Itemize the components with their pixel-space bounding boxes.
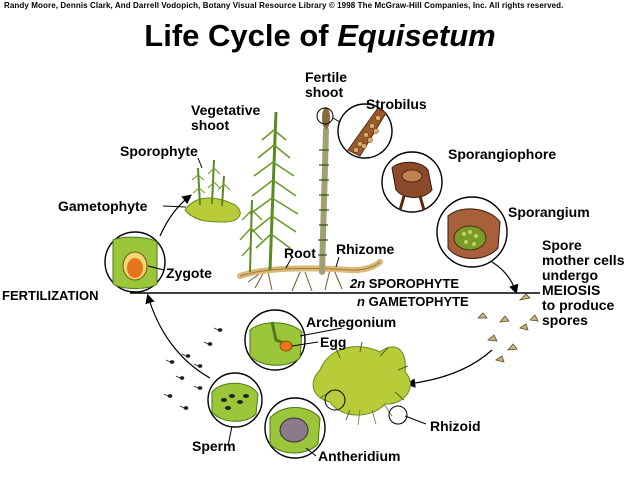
label-spore-mother-cells: Spore mother cells undergo MEIOSIS to pr… bbox=[542, 237, 625, 328]
fertile-shoot-plant bbox=[318, 107, 330, 275]
sperm-circle bbox=[207, 372, 263, 428]
archegonium-circle bbox=[244, 309, 306, 371]
label-fertile-shoot: Fertile shoot bbox=[305, 69, 348, 100]
cycle-arrow-sperm-to-fertilization bbox=[145, 293, 211, 379]
cycle-arrow-spores-to-gametophyte bbox=[405, 349, 493, 388]
antheridium-circle bbox=[264, 397, 326, 459]
label-root: Root bbox=[284, 245, 316, 261]
mature-gametophyte bbox=[312, 341, 411, 426]
vegetative-shoot-secondary bbox=[239, 199, 263, 273]
sporangiophore-circle bbox=[381, 151, 443, 213]
swimming-sperm bbox=[163, 327, 223, 410]
page-title: Life Cycle of Equisetum bbox=[0, 20, 640, 51]
label-egg: Egg bbox=[320, 334, 347, 350]
spores-cluster bbox=[477, 293, 539, 363]
label-gametophyte-generation: n GAMETOPHYTE bbox=[357, 294, 469, 309]
strobilus-highlight-circle bbox=[316, 107, 334, 125]
label-rhizoid: Rhizoid bbox=[430, 418, 481, 434]
label-zygote: Zygote bbox=[166, 265, 212, 281]
label-sporangium: Sporangium bbox=[508, 204, 590, 220]
cycle-arrow-zygote-to-sporophyte bbox=[159, 194, 192, 237]
sporangium-circle bbox=[436, 196, 508, 268]
label-sporophyte-generation: 2n SPOROPHYTE bbox=[350, 276, 460, 291]
label-sporangiophore: Sporangiophore bbox=[448, 146, 557, 162]
gametophyte-detail-circle-a bbox=[324, 389, 346, 411]
label-rhizome: Rhizome bbox=[336, 241, 395, 257]
label-vegetative-shoot: Vegetative shoot bbox=[191, 102, 261, 133]
title-genus: Equisetum bbox=[337, 18, 496, 53]
strobilus-circle bbox=[337, 103, 393, 159]
young-sporophyte-plant bbox=[184, 159, 241, 223]
copyright-credit: Randy Moore, Dennis Clark, And Darrell V… bbox=[4, 1, 564, 10]
cycle-arrow-sporangium-to-spores bbox=[491, 261, 519, 295]
label-antheridium: Antheridium bbox=[318, 448, 401, 464]
label-strobilus: Strobilus bbox=[366, 96, 427, 112]
label-archegonium: Archegonium bbox=[306, 314, 397, 330]
rhizome-shape bbox=[237, 259, 383, 279]
vegetative-shoot-plant bbox=[249, 111, 299, 271]
label-gametophyte: Gametophyte bbox=[58, 198, 148, 214]
root-system bbox=[247, 269, 343, 292]
label-fertilization: FERTILIZATION bbox=[2, 288, 99, 303]
gametophyte-detail-circle-b bbox=[388, 405, 408, 425]
zygote-circle bbox=[104, 231, 166, 293]
leader-lines bbox=[147, 157, 427, 457]
label-sporophyte: Sporophyte bbox=[120, 143, 198, 159]
label-sperm: Sperm bbox=[192, 438, 236, 454]
title-prefix: Life Cycle of bbox=[144, 18, 338, 53]
